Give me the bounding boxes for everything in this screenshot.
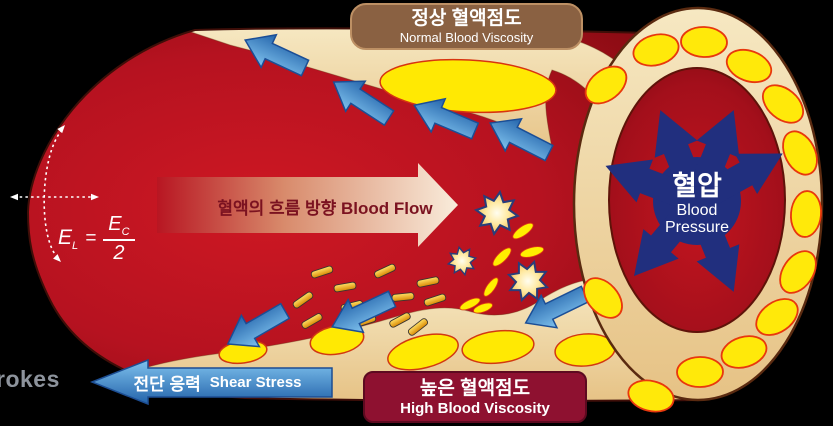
- shear-stress-label-ko: 전단 응력: [133, 374, 201, 394]
- blood-pressure-label-en2: Pressure: [664, 219, 730, 236]
- elasticity-formula: EL = EC 2: [58, 213, 135, 265]
- high-viscosity-badge: 높은 혈액점도 High Blood Viscosity: [363, 371, 587, 423]
- lipid-cell: [675, 355, 725, 389]
- blood-pressure-label-en1: Blood: [676, 202, 718, 219]
- blood-flow-arrow: [157, 163, 458, 247]
- lipid-deposit-top: [379, 58, 557, 114]
- blood-pressure-label-ko: 혈압: [672, 171, 722, 201]
- vessel-interior: [28, 28, 700, 401]
- normal-viscosity-label-ko: 정상 혈액점도: [411, 8, 522, 29]
- formula-equals: =: [85, 228, 97, 249]
- formula-numerator: EC: [103, 213, 135, 241]
- blood-pressure-star: [597, 101, 794, 301]
- watermark-text: rokes: [0, 366, 60, 392]
- formula-denominator: 2: [113, 242, 125, 264]
- normal-viscosity-badge: 정상 혈액점도 Normal Blood Viscosity: [350, 3, 583, 50]
- lipid-cell: [679, 25, 729, 59]
- high-viscosity-label-ko: 높은 혈액점도: [419, 378, 531, 399]
- shear-stress-arrow: [89, 358, 333, 406]
- high-viscosity-label-en: High Blood Viscosity: [400, 400, 550, 417]
- curved-dashed-arrow: [43, 129, 63, 259]
- normal-viscosity-label-en: Normal Blood Viscosity: [399, 30, 534, 45]
- blood-pressure-label: 혈압 Blood Pressure: [637, 170, 757, 236]
- shear-stress-label-en: Shear Stress: [209, 373, 302, 391]
- vessel-cross-section: [572, 6, 825, 418]
- formula-lhs: EL: [58, 225, 79, 253]
- free-lipid-particles: [459, 222, 545, 314]
- shear-stress-label: 전단 응력 Shear Stress: [125, 369, 310, 395]
- elasticity-arrows: [14, 129, 95, 259]
- formula-fraction: EC 2: [103, 213, 135, 265]
- blood-flow-label: 혈액의 흐름 방향 Blood Flow: [217, 199, 433, 218]
